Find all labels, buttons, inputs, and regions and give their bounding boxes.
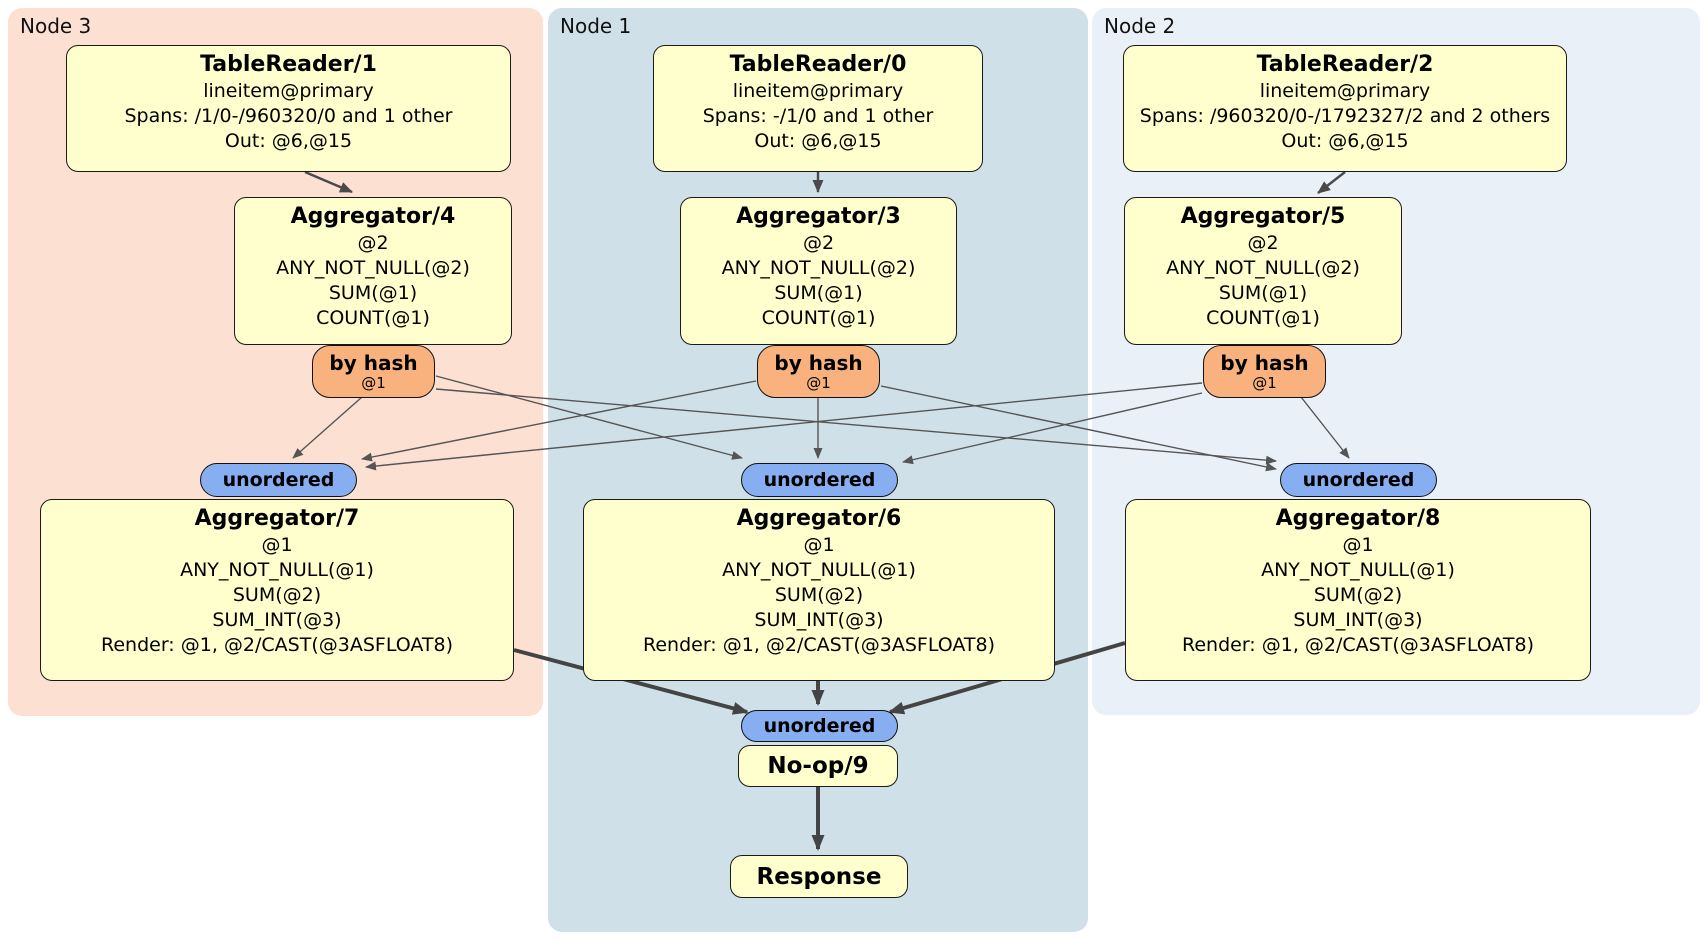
- sync-label: unordered: [763, 715, 876, 737]
- processor-detail: SUM(@2): [774, 584, 864, 606]
- processor-detail: Render: @1, @2/CAST(@3ASFLOAT8): [101, 634, 453, 656]
- sync-unordered-8: unordered: [1280, 463, 1437, 497]
- processor-detail: Out: @6,@15: [224, 130, 353, 152]
- router-by-hash-5: by hash @1: [1203, 345, 1326, 398]
- router-key: @1: [361, 373, 386, 392]
- processor-title: TableReader/1: [200, 52, 377, 77]
- processor-aggregator-5: Aggregator/5 @2 ANY_NOT_NULL(@2) SUM(@1)…: [1124, 197, 1402, 345]
- processor-noop-9: No-op/9: [738, 745, 898, 787]
- processor-detail: COUNT(@1): [761, 307, 876, 329]
- router-by-hash-3: by hash @1: [757, 345, 880, 398]
- processor-detail: ANY_NOT_NULL(@1): [1261, 559, 1455, 581]
- processor-title: Aggregator/8: [1275, 506, 1441, 531]
- sync-label: unordered: [1302, 469, 1415, 491]
- processor-detail: @2: [1247, 232, 1279, 254]
- processor-detail: SUM_INT(@3): [754, 609, 884, 631]
- processor-detail: Render: @1, @2/CAST(@3ASFLOAT8): [1182, 634, 1534, 656]
- region-node3-label: Node 3: [20, 14, 92, 38]
- processor-aggregator-6: Aggregator/6 @1 ANY_NOT_NULL(@1) SUM(@2)…: [583, 499, 1055, 681]
- processor-detail: SUM(@1): [328, 282, 418, 304]
- processor-detail: Spans: /960320/0-/1792327/2 and 2 others: [1139, 105, 1551, 127]
- processor-detail: ANY_NOT_NULL(@2): [276, 257, 470, 279]
- processor-aggregator-4: Aggregator/4 @2 ANY_NOT_NULL(@2) SUM(@1)…: [234, 197, 512, 345]
- processor-detail: ANY_NOT_NULL(@1): [180, 559, 374, 581]
- processor-title: Aggregator/4: [290, 204, 456, 229]
- processor-detail: lineitem@primary: [1259, 80, 1431, 102]
- router-by-hash-4: by hash @1: [312, 345, 435, 398]
- sync-unordered-6: unordered: [741, 463, 898, 497]
- processor-detail: SUM_INT(@3): [1293, 609, 1423, 631]
- processor-detail: Spans: -/1/0 and 1 other: [702, 105, 934, 127]
- processor-detail: @2: [802, 232, 835, 254]
- processor-title: Aggregator/6: [736, 506, 902, 531]
- processor-detail: @1: [803, 534, 835, 556]
- router-key: @1: [806, 373, 831, 392]
- processor-detail: Render: @1, @2/CAST(@3ASFLOAT8): [643, 634, 995, 656]
- router-label: by hash: [1220, 350, 1309, 375]
- processor-detail: ANY_NOT_NULL(@2): [1166, 257, 1360, 279]
- sync-unordered-9: unordered: [741, 710, 898, 742]
- processor-title: Aggregator/3: [736, 204, 901, 229]
- sync-label: unordered: [222, 469, 335, 491]
- processor-title: TableReader/2: [1256, 52, 1434, 77]
- processor-detail: Out: @6,@15: [1281, 130, 1409, 152]
- processor-tablereader-1: TableReader/1 lineitem@primary Spans: /1…: [66, 45, 511, 172]
- processor-title: No-op/9: [767, 753, 869, 779]
- processor-tablereader-2: TableReader/2 lineitem@primary Spans: /9…: [1123, 45, 1567, 172]
- sync-label: unordered: [763, 469, 876, 491]
- processor-detail: ANY_NOT_NULL(@2): [721, 257, 916, 279]
- processor-detail: SUM_INT(@3): [212, 609, 342, 631]
- sync-unordered-7: unordered: [200, 463, 357, 497]
- processor-title: Aggregator/7: [194, 506, 360, 531]
- processor-detail: COUNT(@1): [1206, 307, 1320, 329]
- processor-detail: @2: [357, 232, 389, 254]
- region-node2-label: Node 2: [1104, 14, 1176, 38]
- processor-detail: SUM(@2): [1313, 584, 1403, 606]
- processor-detail: SUM(@1): [1218, 282, 1308, 304]
- router-key: @1: [1252, 373, 1277, 392]
- processor-detail: lineitem@primary: [203, 80, 374, 102]
- router-label: by hash: [774, 350, 863, 375]
- processor-detail: @1: [1342, 534, 1374, 556]
- processor-detail: @1: [261, 534, 293, 556]
- processor-detail: SUM(@1): [774, 282, 863, 304]
- processor-title: TableReader/0: [729, 52, 907, 77]
- processor-aggregator-7: Aggregator/7 @1 ANY_NOT_NULL(@1) SUM(@2)…: [40, 499, 514, 681]
- router-label: by hash: [329, 350, 418, 375]
- processor-response: Response: [730, 855, 908, 898]
- processor-detail: ANY_NOT_NULL(@1): [722, 559, 916, 581]
- region-node1-label: Node 1: [560, 14, 632, 38]
- processor-aggregator-8: Aggregator/8 @1 ANY_NOT_NULL(@1) SUM(@2)…: [1125, 499, 1591, 681]
- processor-tablereader-0: TableReader/0 lineitem@primary Spans: -/…: [653, 45, 983, 172]
- processor-detail: SUM(@2): [232, 584, 322, 606]
- processor-title: Response: [756, 863, 882, 890]
- processor-detail: Out: @6,@15: [754, 130, 882, 152]
- processor-title: Aggregator/5: [1180, 204, 1346, 229]
- processor-detail: Spans: /1/0-/960320/0 and 1 other: [124, 105, 453, 127]
- processor-detail: lineitem@primary: [732, 80, 904, 102]
- processor-aggregator-3: Aggregator/3 @2 ANY_NOT_NULL(@2) SUM(@1)…: [680, 197, 957, 345]
- processor-detail: COUNT(@1): [316, 307, 430, 329]
